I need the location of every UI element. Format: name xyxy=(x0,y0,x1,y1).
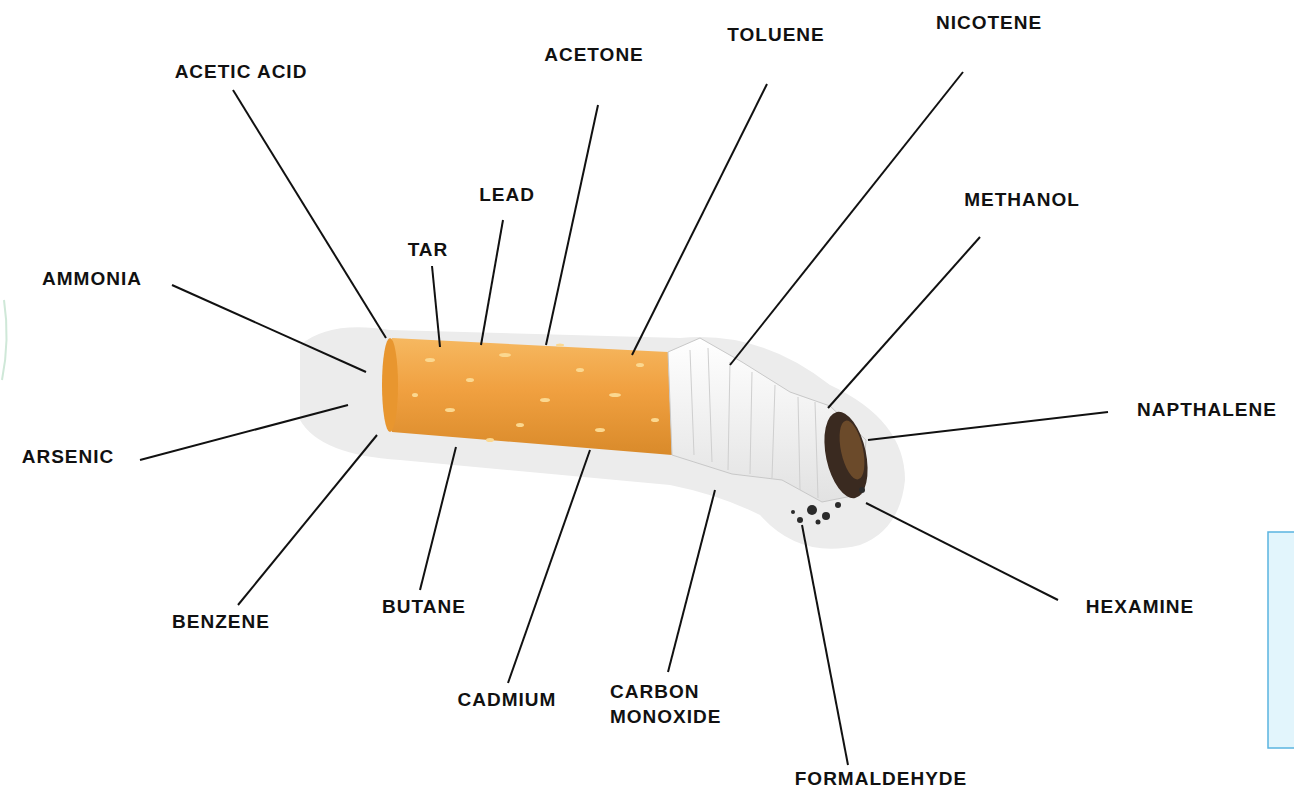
chemical-label: ACETONE xyxy=(544,43,644,68)
chemical-label: NAPTHALENE xyxy=(1137,398,1277,423)
filter-end xyxy=(382,338,398,432)
paper-creases xyxy=(690,348,818,498)
shadow xyxy=(300,327,905,549)
chemical-label: HEXAMINE xyxy=(1086,595,1194,620)
chemical-label: NICOTENE xyxy=(936,11,1042,36)
chemical-label: TAR xyxy=(408,238,449,263)
filter-speckles xyxy=(412,344,659,443)
side-panel xyxy=(1268,532,1294,748)
chemical-label: LEAD xyxy=(479,183,535,208)
burnt-end xyxy=(817,408,874,502)
chemical-label: METHANOL xyxy=(964,188,1080,213)
chemical-label: ACETIC ACID xyxy=(175,60,308,85)
chemical-label: CARBON MONOXIDE xyxy=(610,680,750,729)
burnt-core xyxy=(835,418,869,481)
chemical-label: AMMONIA xyxy=(42,267,142,292)
chemical-label: FORMALDEHYDE xyxy=(795,767,967,792)
chemical-label: TOLUENE xyxy=(727,23,824,48)
chemical-label: ARSENIC xyxy=(22,445,115,470)
ash-bits xyxy=(791,487,865,525)
chemical-label: BUTANE xyxy=(382,595,466,620)
cigarette-filter xyxy=(385,338,672,455)
chemical-label: CADMIUM xyxy=(458,688,557,713)
chemical-label: BENZENE xyxy=(172,610,270,635)
leader-lines xyxy=(140,72,1108,765)
edge-mark xyxy=(2,300,7,380)
